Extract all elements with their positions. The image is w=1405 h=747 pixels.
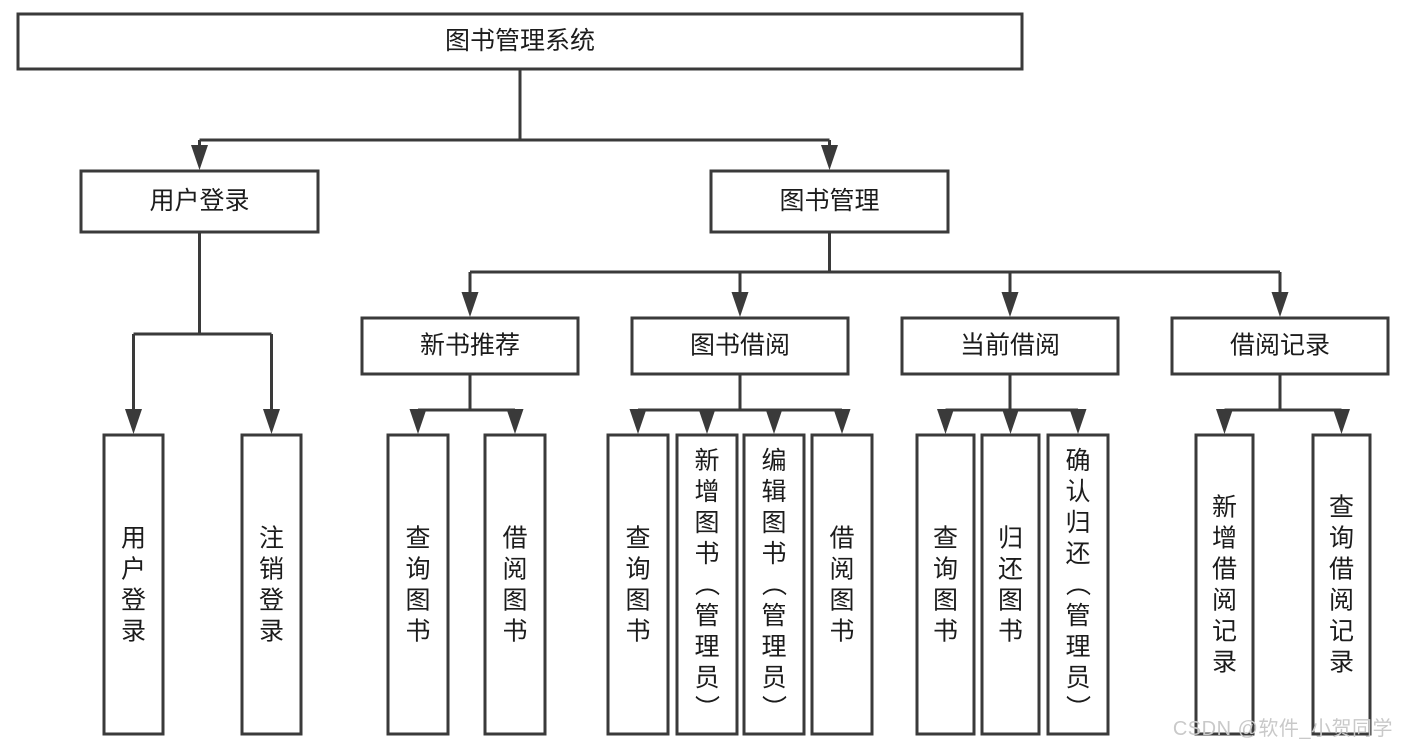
node-label: 借阅记录	[1230, 332, 1330, 360]
node-box[interactable]	[1194, 433, 1255, 736]
node-leaf-user-login[interactable]: 用户登录	[102, 433, 165, 736]
node-leaf-edit-book[interactable]: 编辑图书（管理员）	[742, 433, 806, 736]
node-leaf-return-book[interactable]: 归还图书	[980, 433, 1041, 736]
node-box[interactable]	[360, 316, 580, 376]
node-label: 查询图书	[405, 525, 430, 646]
node-box[interactable]	[1311, 433, 1372, 736]
edge-group-current-borrow	[937, 374, 1087, 434]
arrow-head-icon	[1069, 409, 1087, 434]
node-label: 新书推荐	[420, 332, 520, 360]
arrow-head-icon	[937, 409, 954, 434]
edge-group-user-login	[125, 232, 280, 434]
nodes-layer: 图书管理系统用户登录图书管理新书推荐图书借阅当前借阅借阅记录用户登录注销登录查询…	[16, 12, 1390, 736]
edge-group-new-book-recommend	[409, 374, 524, 434]
node-box[interactable]	[630, 316, 850, 376]
arrow-head-icon	[1333, 409, 1350, 434]
arrow-head-icon	[1216, 409, 1233, 434]
node-box[interactable]	[915, 433, 976, 736]
node-label: 查询图书	[933, 525, 958, 646]
node-leaf-logout[interactable]: 注销登录	[240, 433, 303, 736]
node-leaf-add-book[interactable]: 新增图书（管理员）	[675, 433, 739, 736]
node-box[interactable]	[709, 169, 950, 234]
arrow-head-icon	[629, 409, 647, 434]
node-leaf-query-record[interactable]: 查询借阅记录	[1311, 433, 1372, 736]
arrow-head-icon	[125, 409, 142, 434]
node-label: 图书借阅	[690, 332, 790, 360]
node-borrow-record[interactable]: 借阅记录	[1170, 316, 1390, 376]
arrow-head-icon	[765, 409, 783, 434]
node-leaf-confirm-return[interactable]: 确认归还（管理员）	[1046, 433, 1110, 736]
node-label: 当前借阅	[960, 332, 1060, 360]
node-leaf-query-book-rec[interactable]: 查询图书	[386, 433, 450, 736]
node-box[interactable]	[16, 12, 1024, 71]
arrow-head-icon	[833, 409, 851, 434]
node-label: 查询图书	[625, 525, 650, 646]
arrow-head-icon	[698, 409, 716, 434]
node-label: 用户登录	[149, 187, 249, 215]
arrow-head-icon	[506, 409, 524, 434]
node-label: 编辑图书（管理员）	[761, 447, 787, 723]
edge-group-book-manage	[461, 232, 1289, 317]
node-box[interactable]	[810, 433, 874, 736]
node-root[interactable]: 图书管理系统	[16, 12, 1024, 71]
node-box[interactable]	[742, 433, 806, 736]
node-leaf-add-record[interactable]: 新增借阅记录	[1194, 433, 1255, 736]
node-box[interactable]	[102, 433, 165, 736]
node-box[interactable]	[675, 433, 739, 736]
node-book-borrow[interactable]: 图书借阅	[630, 316, 850, 376]
node-box[interactable]	[606, 433, 670, 736]
arrow-head-icon	[461, 292, 479, 317]
arrow-head-icon	[1001, 292, 1019, 317]
arrow-head-icon	[1271, 292, 1289, 317]
node-user-login[interactable]: 用户登录	[79, 169, 320, 234]
arrow-head-icon	[263, 409, 280, 434]
node-box[interactable]	[1046, 433, 1110, 736]
node-box[interactable]	[386, 433, 450, 736]
node-label: 查询借阅记录	[1329, 494, 1354, 677]
node-label: 新增借阅记录	[1212, 494, 1237, 677]
arrow-head-icon	[191, 145, 208, 170]
node-box[interactable]	[980, 433, 1041, 736]
arrow-head-icon	[409, 409, 427, 434]
node-box[interactable]	[483, 433, 547, 736]
node-book-manage[interactable]: 图书管理	[709, 169, 950, 234]
node-current-borrow[interactable]: 当前借阅	[900, 316, 1120, 376]
node-new-book-recommend[interactable]: 新书推荐	[360, 316, 580, 376]
node-label: 借阅图书	[829, 525, 854, 646]
connectors-layer	[125, 69, 1350, 434]
node-leaf-query-book-borrow[interactable]: 查询图书	[606, 433, 670, 736]
arrow-head-icon	[821, 145, 838, 170]
node-label: 图书管理系统	[445, 27, 595, 55]
node-label: 借阅图书	[502, 525, 527, 646]
node-label: 归还图书	[998, 525, 1023, 646]
node-label: 注销登录	[259, 525, 284, 646]
node-box[interactable]	[1170, 316, 1390, 376]
node-label: 确认归还（管理员）	[1065, 447, 1091, 723]
edge-group-root	[191, 69, 838, 170]
arrow-head-icon	[1002, 409, 1019, 434]
node-label: 图书管理	[779, 187, 879, 215]
node-label: 用户登录	[121, 525, 146, 646]
arrow-head-icon	[731, 292, 749, 317]
node-leaf-borrow-book-rec[interactable]: 借阅图书	[483, 433, 547, 736]
edge-group-borrow-record	[1216, 374, 1350, 434]
node-leaf-query-book-cur[interactable]: 查询图书	[915, 433, 976, 736]
node-leaf-borrow-book[interactable]: 借阅图书	[810, 433, 874, 736]
node-box[interactable]	[900, 316, 1120, 376]
node-label: 新增图书（管理员）	[694, 447, 720, 723]
node-box[interactable]	[79, 169, 320, 234]
node-box[interactable]	[240, 433, 303, 736]
edge-group-book-borrow	[629, 374, 851, 434]
